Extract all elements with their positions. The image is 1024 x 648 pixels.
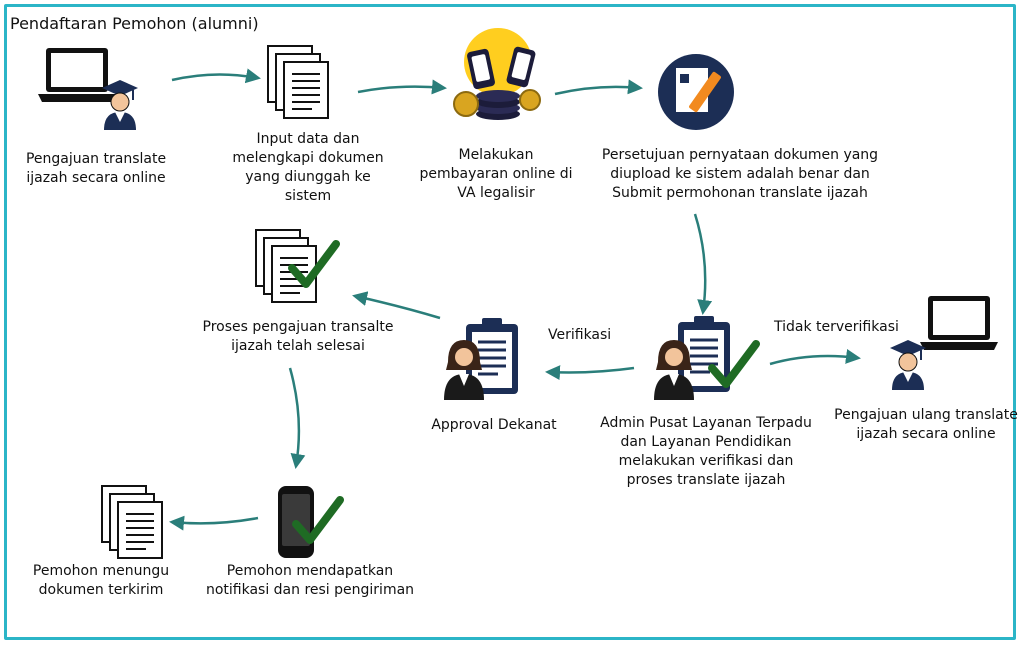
step-wait-label: Pemohon menungu dokumen terkirim	[32, 563, 170, 598]
phone-notification-icon	[278, 486, 340, 558]
step-payment-label: Melakukan pembayaran online di VA legali…	[419, 147, 573, 201]
step-done-label: Proses pengajuan transalte ijazah telah …	[202, 319, 394, 354]
arrow-done-to-notify	[288, 367, 306, 469]
step-apply-label: Pengajuan translate ijazah secara online	[25, 151, 167, 186]
diagram-frame	[4, 4, 1016, 640]
arrow-admin-to-reapply	[769, 349, 861, 366]
sent-documents-icon	[102, 486, 162, 558]
arrow-dean-to-done	[352, 291, 441, 320]
arrows	[169, 68, 861, 531]
arrow-input-to-payment	[357, 79, 447, 95]
reapply-laptop-graduate-icon	[889, 296, 998, 391]
online-payment-icon	[453, 28, 541, 120]
edge-verified-label: Verifikasi	[548, 327, 612, 343]
step-notify-label: Pemohon mendapatkan notifikasi dan resi …	[205, 563, 415, 598]
step-dean-label: Approval Dekanat	[431, 417, 557, 433]
edge-not-verified-label: Tidak terverifikasi	[774, 319, 899, 335]
arrow-apply-to-input	[171, 68, 261, 84]
document-pencil-icon	[658, 54, 734, 130]
arrow-approval-to-admin	[693, 213, 713, 315]
step-admin-label: Admin Pusat Layanan Terpadu dan Layanan …	[600, 415, 812, 488]
document-stack-icon	[268, 46, 328, 118]
diagram-title: Pendaftaran Pemohon (alumni)	[10, 14, 259, 33]
arrow-notify-to-wait	[169, 515, 259, 531]
arrow-payment-to-approval	[554, 79, 643, 96]
completed-documents-icon	[256, 230, 336, 302]
admin-verification-icon	[654, 314, 756, 400]
step-approval-doc-label: Persetujuan pernyataan dokumen yang diup…	[601, 147, 879, 201]
step-reapply-label: Pengajuan ulang translate ijazah secara …	[834, 407, 1018, 442]
dean-approval-icon	[444, 316, 520, 400]
arrow-admin-to-dean	[545, 365, 635, 381]
step-input-label: Input data dan melengkapi dokumen yang d…	[232, 131, 384, 204]
laptop-graduate-icon	[38, 48, 139, 131]
